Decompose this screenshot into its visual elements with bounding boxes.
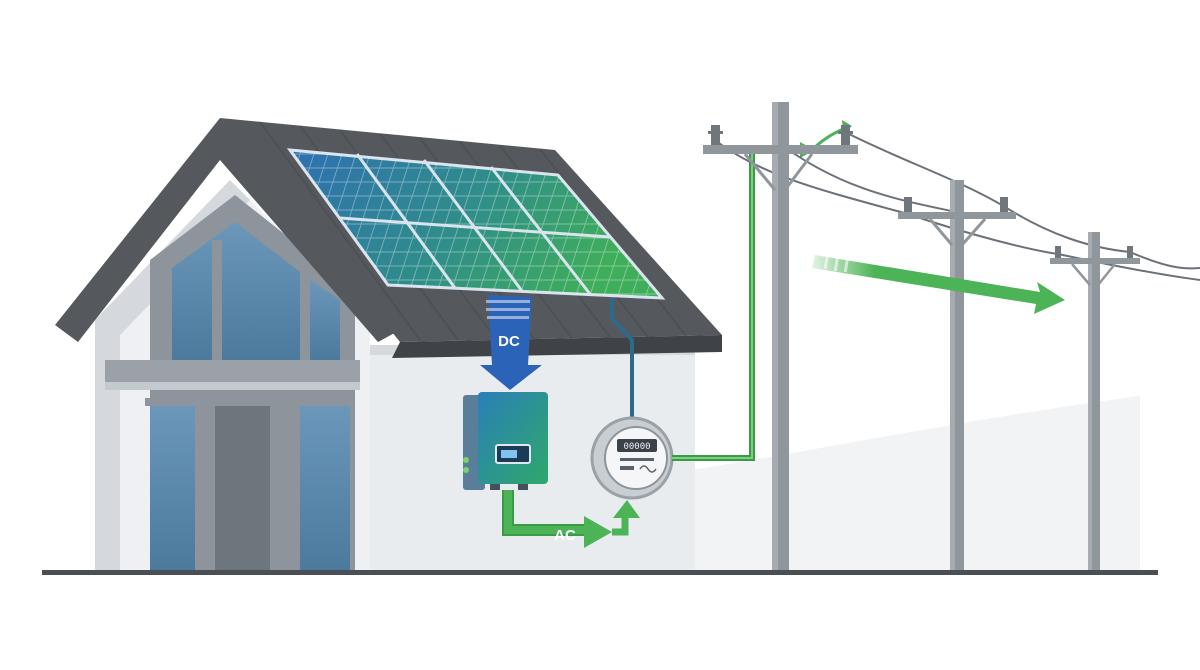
utility-pole-3 <box>1050 232 1140 570</box>
ground-line <box>42 570 1158 575</box>
inverter-icon <box>463 392 548 490</box>
ac-flow-arrow: AC <box>502 490 640 548</box>
grid-export-arrow <box>812 253 1065 314</box>
house-lower-window-right <box>300 405 350 570</box>
electric-meter-icon: 00000 <box>590 416 674 500</box>
ac-label: AC <box>554 527 576 544</box>
panel-to-meter-wire <box>610 298 634 432</box>
solar-panel-icon <box>286 148 666 300</box>
house-upper-window <box>172 222 300 360</box>
house-lower-window-left <box>150 405 195 570</box>
dc-flow-arrow: DC <box>480 295 542 390</box>
inverter-body <box>478 392 548 484</box>
meter-digits: 00000 <box>623 442 650 452</box>
utility-pole-icon <box>703 102 1140 570</box>
dc-label: DC <box>498 333 520 350</box>
meter-display <box>617 439 657 452</box>
inverter-status-led <box>463 457 469 463</box>
utility-pole-1 <box>703 102 858 570</box>
house-door <box>215 405 270 570</box>
background-hill <box>690 396 1140 572</box>
power-lines <box>714 131 1200 281</box>
house-gable-roof-edge <box>55 118 400 342</box>
utility-pole-2 <box>898 180 1016 570</box>
